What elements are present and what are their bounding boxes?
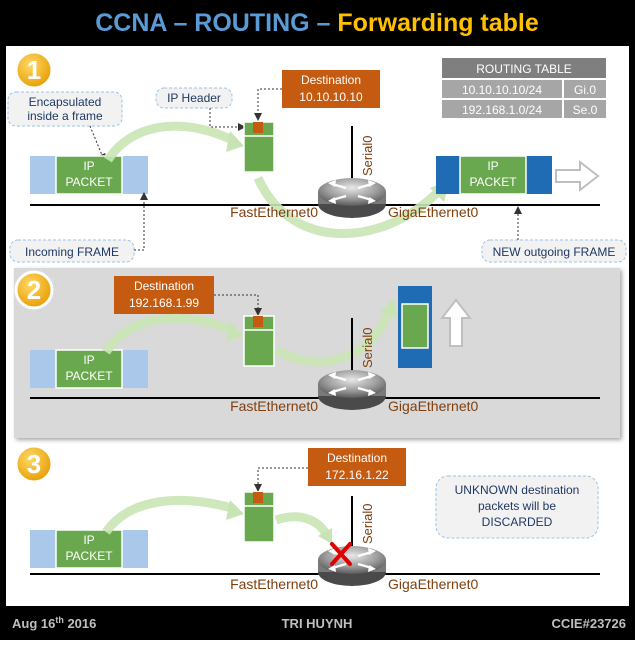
footer-date-year: 2016: [64, 616, 97, 631]
forward-arrow-icon: [555, 159, 600, 193]
ip-packet-2-serial: [401, 303, 429, 349]
outgoing-frame-label: NEW outgoing FRAME: [493, 245, 616, 259]
destination-box-3: [308, 448, 406, 486]
giga-ethernet-label-3: GigaEthernet0: [388, 576, 478, 592]
ip-packet-1-out-line2: PACKET: [469, 175, 517, 189]
fast-ethernet-label-2: FastEthernet0: [230, 398, 318, 414]
unknown-destination-callout: [435, 475, 599, 539]
step-1-number: 1: [27, 55, 41, 85]
ip-packet-2: [55, 349, 123, 389]
step-3-number: 3: [27, 449, 41, 479]
footer-cert: CCIE#23726: [552, 616, 626, 631]
packet-with-header-3: [243, 491, 275, 543]
ip-header-block-3: [253, 492, 263, 503]
routing-row-2-network: 192.168.1.0/24: [462, 103, 542, 117]
router-icon-1: [316, 176, 388, 220]
destination-ip-3: 172.16.1.22: [325, 468, 389, 482]
scenario-3: 3 Destination 172.16.1.22 UNKNOWN destin…: [14, 444, 600, 592]
scenario-2: 2 Destination 192.168.1.99 IP PACKET Ser…: [14, 268, 620, 438]
incoming-frame-callout: [9, 239, 135, 263]
routing-table-title: ROUTING TABLE: [476, 62, 572, 76]
footer-date-sup: th: [55, 615, 64, 625]
encapsulated-text-line1: Encapsulated: [29, 95, 102, 109]
destination-box-1: [282, 70, 380, 108]
ip-packet-1-line2: PACKET: [65, 175, 113, 189]
flow-arrow-3a: [102, 496, 234, 535]
flow-arrow-1b: [253, 176, 444, 238]
router-icon-3: [316, 544, 388, 588]
router-icon-2: [316, 368, 388, 412]
giga-ethernet-label-1: GigaEthernet0: [388, 204, 478, 220]
discard-x-icon: [330, 542, 352, 566]
title-part-ccna-routing: CCNA – ROUTING –: [95, 9, 337, 37]
unknown-line-1: UNKNOWN destination: [455, 483, 580, 497]
footer-author: TRI HUYNH: [282, 616, 353, 631]
routing-table: ROUTING TABLE 10.10.10.10/24 Gi.0 192.16…: [442, 58, 606, 118]
flow-arrow-2b: [273, 308, 395, 367]
scenario-1: 1 Encapsulated inside a frame IP Header …: [7, 50, 627, 263]
title-part-forwarding-table: Forwarding table: [337, 9, 539, 37]
serial-label-2: Serial0: [360, 328, 375, 368]
destination-label-3: Destination: [327, 451, 387, 465]
flow-arrow-1a: [104, 121, 234, 163]
giga-ethernet-label-2: GigaEthernet0: [388, 398, 478, 414]
fast-ethernet-label-3: FastEthernet0: [230, 576, 318, 592]
page-title: CCNA – ROUTING – Forwarding table: [95, 9, 539, 37]
step-3-badge: 3: [14, 444, 54, 484]
ip-header-callout: [155, 87, 233, 109]
ip-packet-1-out-line1: IP: [487, 159, 498, 173]
ip-packet-3-line1: IP: [83, 533, 94, 547]
routing-row-2-interface: Se.0: [573, 103, 598, 117]
ip-packet-1-line1: IP: [83, 159, 94, 173]
incoming-frame-label: Incoming FRAME: [25, 245, 119, 259]
footer-date-main: Aug 16: [12, 616, 55, 631]
ip-packet-1-out: [459, 155, 527, 195]
routing-row-1-interface: Gi.0: [574, 83, 596, 97]
serial-label-3: Serial0: [360, 504, 375, 544]
unknown-line-2: packets will be: [478, 499, 556, 513]
ip-packet-3: [55, 529, 123, 569]
unknown-line-3: DISCARDED: [482, 515, 553, 529]
destination-box-2: [114, 276, 214, 314]
ip-packet-1: [55, 155, 123, 195]
flow-arrow-2a: [102, 313, 234, 355]
ip-packet-2-line1: IP: [83, 353, 94, 367]
step-2-number: 2: [27, 275, 41, 305]
fast-ethernet-label-1: FastEthernet0: [230, 204, 318, 220]
step-1-badge: 1: [14, 50, 54, 90]
flow-arrow-3b: [274, 512, 330, 537]
encapsulated-callout: [7, 91, 123, 127]
outgoing-frame-callout: [481, 239, 627, 263]
ip-packet-3-line2: PACKET: [65, 549, 113, 563]
destination-ip-1: 10.10.10.10: [299, 90, 363, 104]
destination-label-1: Destination: [301, 73, 361, 87]
destination-ip-2: 192.168.1.99: [129, 296, 199, 310]
ip-header-label: IP Header: [167, 91, 221, 105]
footer-date: Aug 16th 2016: [12, 615, 96, 631]
step-2-badge: 2: [14, 270, 54, 310]
ip-header-block-2: [253, 316, 263, 327]
destination-label-2: Destination: [134, 279, 194, 293]
encapsulated-text-line2: inside a frame: [27, 109, 103, 123]
up-arrow-icon: [439, 298, 473, 347]
routing-row-1-network: 10.10.10.10/24: [462, 83, 542, 97]
ip-header-block-1: [253, 122, 263, 133]
ip-packet-2-line2: PACKET: [65, 369, 113, 383]
serial-label-1: Serial0: [360, 136, 375, 176]
